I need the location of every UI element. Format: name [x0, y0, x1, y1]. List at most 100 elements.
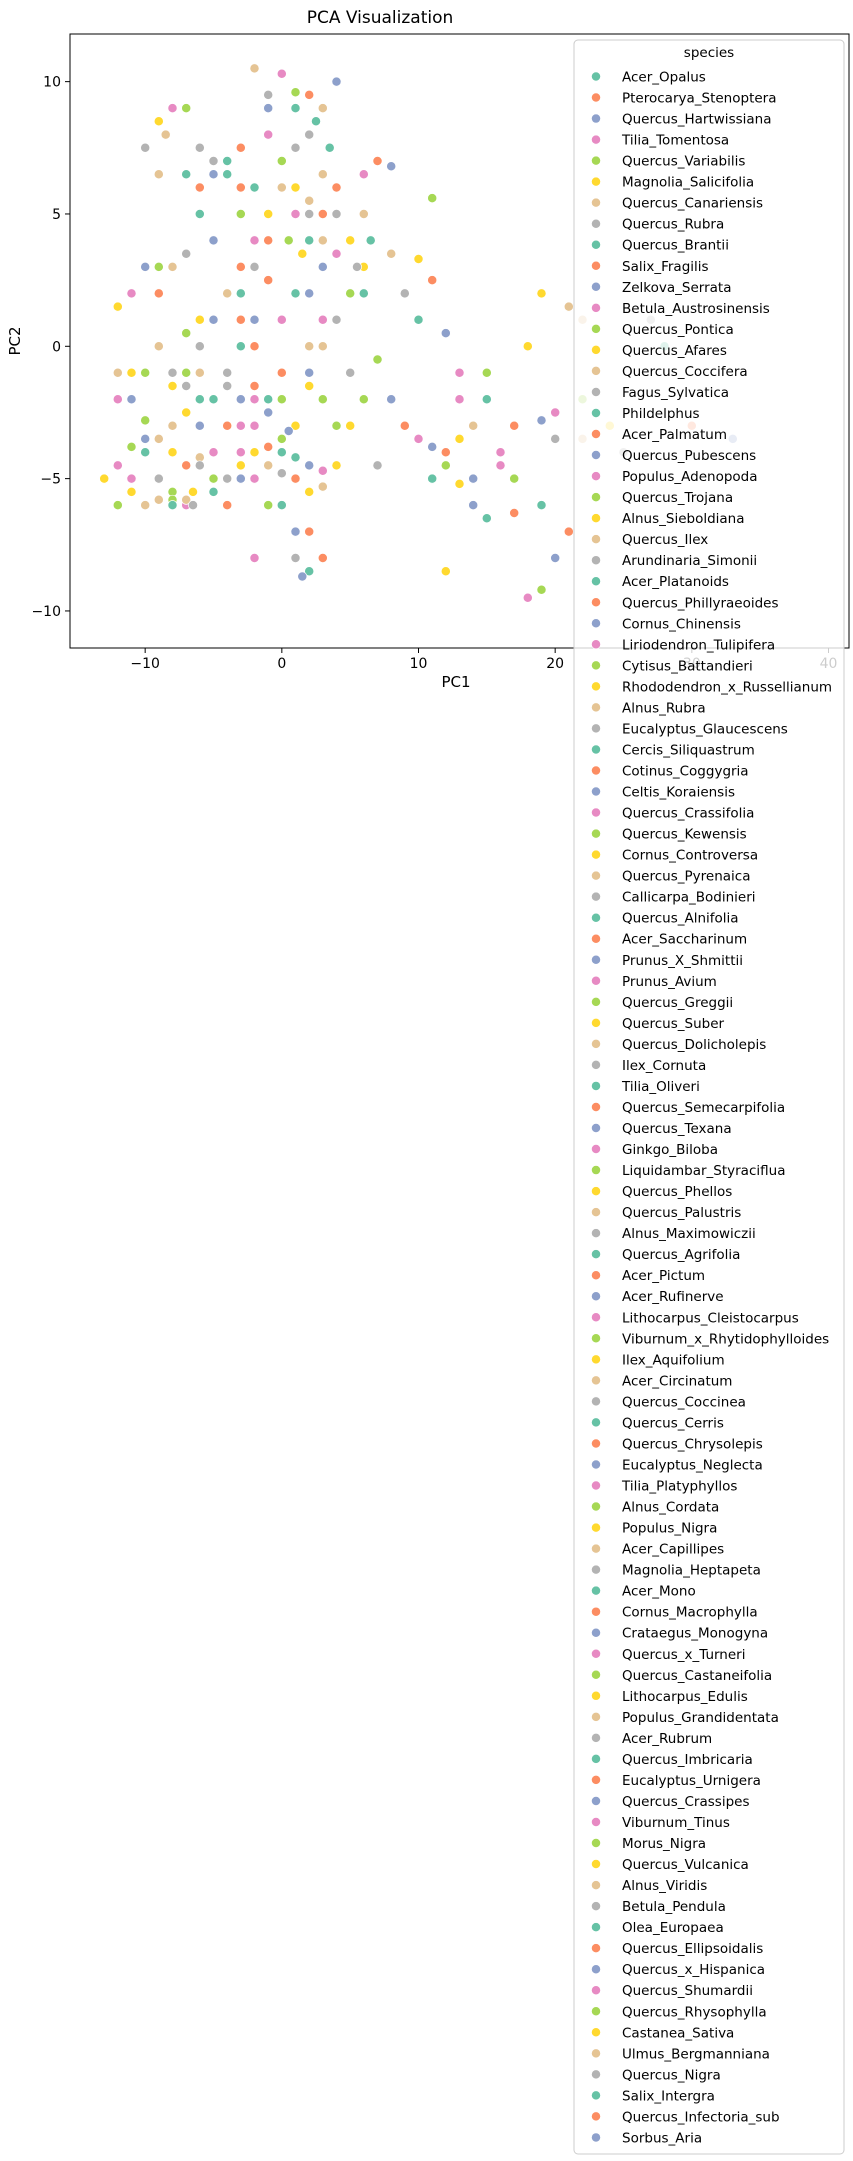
legend-label: Morus_Nigra — [622, 1836, 706, 1852]
legend-label: Quercus_Rubra — [622, 217, 724, 233]
scatter-point — [249, 182, 260, 193]
legend-label: Celtis_Koraiensis — [622, 785, 735, 801]
legend-marker — [591, 1522, 601, 1533]
legend-label: Prunus_X_Shmittii — [622, 953, 743, 969]
legend-label: Quercus_Variabilis — [622, 154, 745, 170]
legend-label: Quercus_Palustris — [622, 1205, 741, 1221]
legend-label: Rhododendron_x_Russellianum — [622, 679, 832, 695]
scatter-point — [153, 116, 164, 127]
legend-marker — [591, 555, 601, 566]
legend-label: Eucalyptus_Neglecta — [622, 1457, 763, 1473]
legend-marker — [591, 744, 601, 755]
scatter-point — [317, 481, 328, 492]
scatter-point — [249, 420, 260, 431]
scatter-point — [317, 235, 328, 246]
legend-marker — [591, 113, 601, 124]
legend-marker — [591, 1922, 601, 1933]
scatter-point — [188, 500, 198, 511]
scatter-point — [481, 513, 492, 524]
legend-label: Crataegus_Monogyna — [622, 1626, 768, 1642]
scatter-point — [283, 426, 294, 436]
scatter-point — [167, 103, 178, 114]
legend-label: Magnolia_Heptapeta — [622, 1563, 761, 1579]
legend-marker — [591, 1017, 601, 1028]
legend-marker — [591, 1501, 601, 1512]
legend-marker — [591, 1480, 601, 1491]
legend-marker — [591, 1817, 601, 1827]
legend-label: Acer_Saccharinum — [622, 932, 747, 948]
scatter-point — [536, 288, 547, 299]
legend-label: Quercus_Hartwissiana — [622, 112, 771, 128]
scatter-point — [317, 169, 328, 180]
scatter-point — [276, 156, 287, 166]
scatter-point — [386, 248, 397, 259]
legend-marker — [591, 1417, 601, 1428]
scatter-point — [358, 209, 369, 219]
legend-marker — [591, 429, 601, 439]
scatter-point — [153, 169, 164, 180]
scatter-point — [290, 142, 301, 153]
legend-label: Viburnum_Tinus — [622, 1815, 730, 1831]
scatter-point — [126, 473, 137, 484]
legend-label: Ilex_Aquifolium — [622, 1352, 725, 1368]
legend-marker — [591, 1943, 601, 1954]
scatter-point — [181, 407, 192, 418]
legend-marker — [591, 2006, 601, 2017]
scatter-point — [181, 460, 192, 471]
legend-label: Quercus_Infectoria_sub — [622, 2109, 780, 2125]
legend-label: Lithocarpus_Cleistocarpus — [622, 1310, 799, 1326]
legend-marker — [591, 2027, 601, 2038]
scatter-point — [317, 341, 328, 352]
scatter-point — [536, 415, 547, 426]
legend-label: Alnus_Maximowiczii — [622, 1226, 756, 1242]
scatter-point — [222, 288, 233, 299]
legend-marker — [591, 807, 601, 818]
scatter-point — [194, 142, 205, 153]
y-tick-label: 5 — [52, 207, 61, 223]
scatter-point — [297, 248, 308, 259]
scatter-point — [563, 526, 574, 537]
legend-label: Quercus_Cerris — [622, 1415, 724, 1431]
scatter-point — [454, 367, 465, 378]
scatter-point — [413, 433, 424, 444]
legend-label: Cornus_Macrophylla — [622, 1605, 758, 1621]
scatter-point — [126, 441, 137, 452]
legend-marker — [591, 1753, 601, 1764]
legend-marker — [591, 1985, 601, 1996]
scatter-point — [372, 354, 383, 365]
scatter-point — [99, 473, 110, 484]
scatter-point — [283, 235, 294, 246]
scatter-point — [372, 460, 383, 471]
legend-box — [573, 39, 845, 2155]
legend-label: Salix_Fragilis — [622, 259, 709, 275]
legend-label: Sorbus_Aria — [622, 2130, 702, 2146]
scatter-point — [317, 465, 328, 476]
scatter-point — [235, 182, 246, 193]
scatter-point — [304, 381, 315, 391]
scatter-point — [235, 288, 246, 299]
scatter-point — [167, 381, 178, 391]
legend-marker — [591, 1270, 601, 1281]
legend-label: Acer_Opalus — [622, 70, 706, 86]
x-axis-label: PC1 — [441, 673, 470, 691]
legend-marker — [591, 1711, 601, 1722]
scatter-point — [112, 394, 123, 405]
legend-marker — [591, 849, 601, 860]
legend-label: Ulmus_Bergmanniana — [622, 2046, 770, 2062]
scatter-point — [358, 288, 369, 299]
legend-label: Acer_Platanoids — [622, 574, 729, 590]
legend-label: Betula_Pendula — [622, 1899, 726, 1915]
scatter-point — [235, 447, 246, 458]
scatter-point — [345, 367, 356, 378]
legend-marker — [591, 1312, 601, 1323]
legend-label: Fagus_Sylvatica — [622, 385, 729, 401]
scatter-point — [427, 441, 438, 452]
legend-label: Liquidambar_Styraciflua — [622, 1163, 785, 1179]
scatter-point — [263, 394, 274, 405]
legend-marker — [591, 176, 601, 187]
scatter-point — [440, 328, 451, 339]
scatter-point — [181, 103, 192, 114]
scatter-point — [194, 314, 205, 325]
scatter-point — [160, 129, 171, 140]
